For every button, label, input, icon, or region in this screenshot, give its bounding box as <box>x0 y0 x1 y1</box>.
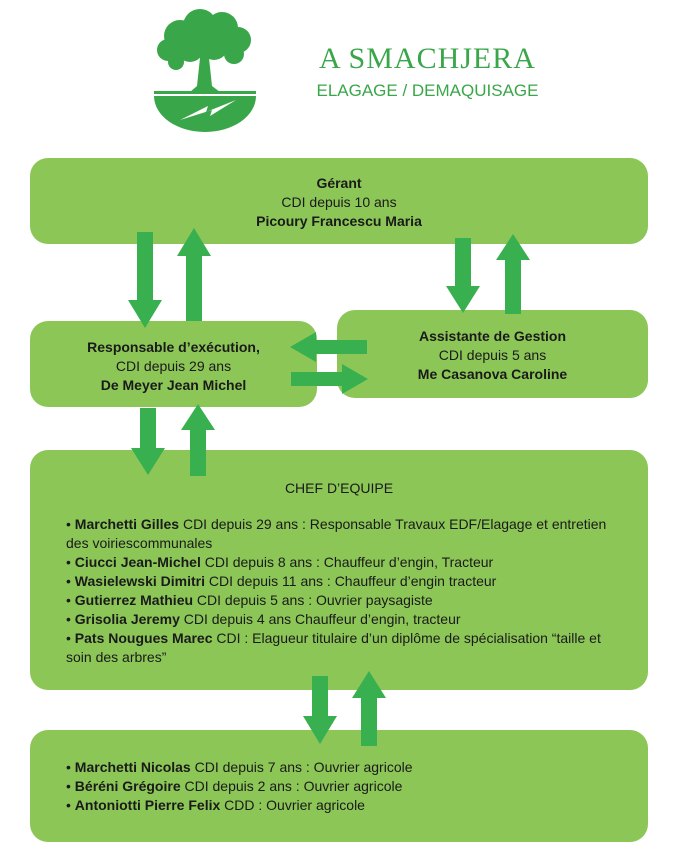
list-item: • Gutierrez Mathieu CDI depuis 5 ans : O… <box>66 592 433 608</box>
assistante-contract: CDI depuis 5 ans <box>438 347 547 363</box>
list-item: • Marchetti Nicolas CDI depuis 7 ans : O… <box>66 759 413 775</box>
arrow-down-icon <box>128 232 162 328</box>
arrow-up-icon <box>352 671 386 746</box>
lightning-icon <box>180 100 236 120</box>
list-item: • Wasielewski Dimitri CDI depuis 11 ans … <box>66 573 497 589</box>
responsable-box: Responsable d’exécution, CDI depuis 29 a… <box>30 321 317 407</box>
gerant-contract: CDI depuis 10 ans <box>281 194 397 210</box>
responsable-contract: CDI depuis 29 ans <box>115 358 232 374</box>
list-item: • Grisolia Jeremy CDI depuis 4 ans Chauf… <box>66 611 461 627</box>
list-item: • Ciucci Jean-Michel CDI depuis 8 ans : … <box>66 554 494 570</box>
arrow-down-icon <box>446 238 480 313</box>
assistante-role: Assistante de Gestion <box>418 328 567 344</box>
ouvriers-box: • Marchetti Nicolas CDI depuis 7 ans : O… <box>30 730 648 842</box>
tree-logo-icon <box>154 9 256 132</box>
gerant-name: Picoury Francescu Maria <box>256 213 422 229</box>
arrow-left-icon <box>290 332 367 362</box>
list-item: • Pats Nougues Marec CDI : Elagueur titu… <box>66 630 601 665</box>
assistante-name: Me Casanova Caroline <box>417 366 568 382</box>
arrow-up-icon <box>496 234 530 314</box>
arrow-up-icon <box>177 228 211 321</box>
assistante-box: Assistante de Gestion CDI depuis 5 ans M… <box>337 310 648 398</box>
responsable-name: De Meyer Jean Michel <box>100 377 247 393</box>
chef-equipe-box: CHEF D’EQUIPE • Marchetti Gilles CDI dep… <box>30 450 648 690</box>
list-item: • Marchetti Gilles CDI depuis 29 ans : R… <box>66 516 607 551</box>
list-item: • Béréni Grégoire CDI depuis 2 ans : Ouv… <box>66 778 403 794</box>
brand-subtitle: ELAGAGE / DEMAQUISAGE <box>316 81 539 100</box>
arrow-right-icon <box>291 364 368 394</box>
gerant-box: Gérant CDI depuis 10 ans Picoury Frances… <box>30 158 648 244</box>
chef-equipe-title: CHEF D’EQUIPE <box>284 480 394 496</box>
brand-title: A SMACHJERA <box>319 42 536 75</box>
ouvriers-list: • Marchetti Nicolas CDI depuis 7 ans : O… <box>66 758 626 815</box>
responsable-role: Responsable d’exécution, <box>87 339 260 355</box>
arrow-down-icon <box>303 676 337 744</box>
arrow-down-icon <box>131 408 165 475</box>
chef-equipe-list: • Marchetti Gilles CDI depuis 29 ans : R… <box>66 515 626 667</box>
gerant-role: Gérant <box>316 175 362 191</box>
list-item: • Antoniotti Pierre Felix CDD : Ouvrier … <box>66 797 365 813</box>
arrow-up-icon <box>181 404 215 476</box>
